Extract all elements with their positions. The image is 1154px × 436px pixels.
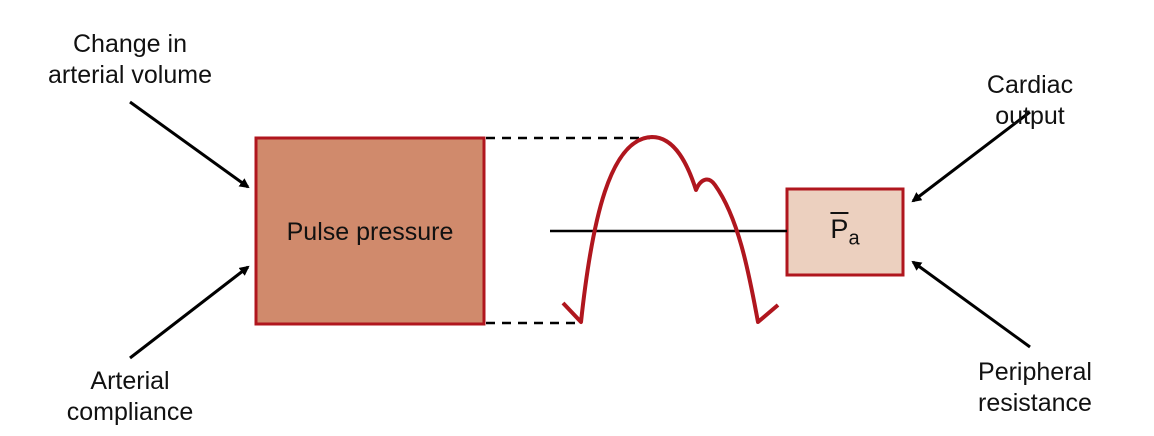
- arrow-volume: [129, 100, 250, 189]
- pulse-pressure-label: Pulse pressure: [286, 218, 454, 246]
- pressure-waveform: [561, 135, 780, 324]
- label-line: Peripheral: [978, 358, 1092, 386]
- arrow-compliance: [129, 265, 250, 360]
- pulse-pressure-box: [254, 136, 486, 326]
- label-line: compliance: [66, 398, 194, 426]
- label-line: resistance: [978, 389, 1092, 417]
- label-line: Arterial: [90, 367, 170, 395]
- mean-pressure-box: [785, 187, 905, 277]
- label-line: output: [995, 102, 1065, 130]
- mean-pressure-subscript: a: [848, 227, 860, 250]
- label-line: Cardiac: [986, 71, 1074, 99]
- label-cardiac-output: Cardiac output: [960, 70, 1100, 132]
- label-change-in-arterial-volume: Change in arterial volume: [30, 29, 230, 91]
- label-line: arterial volume: [48, 61, 212, 89]
- mean-pressure-symbol: P: [830, 214, 849, 244]
- label-line: Change in: [73, 30, 187, 58]
- arrow-cardiac-output: [911, 110, 1031, 203]
- label-peripheral-resistance: Peripheral resistance: [960, 357, 1110, 419]
- mean-arterial-pressure-label: Pa: [787, 214, 903, 254]
- arrow-resistance: [911, 260, 1031, 349]
- label-arterial-compliance: Arterial compliance: [45, 366, 215, 428]
